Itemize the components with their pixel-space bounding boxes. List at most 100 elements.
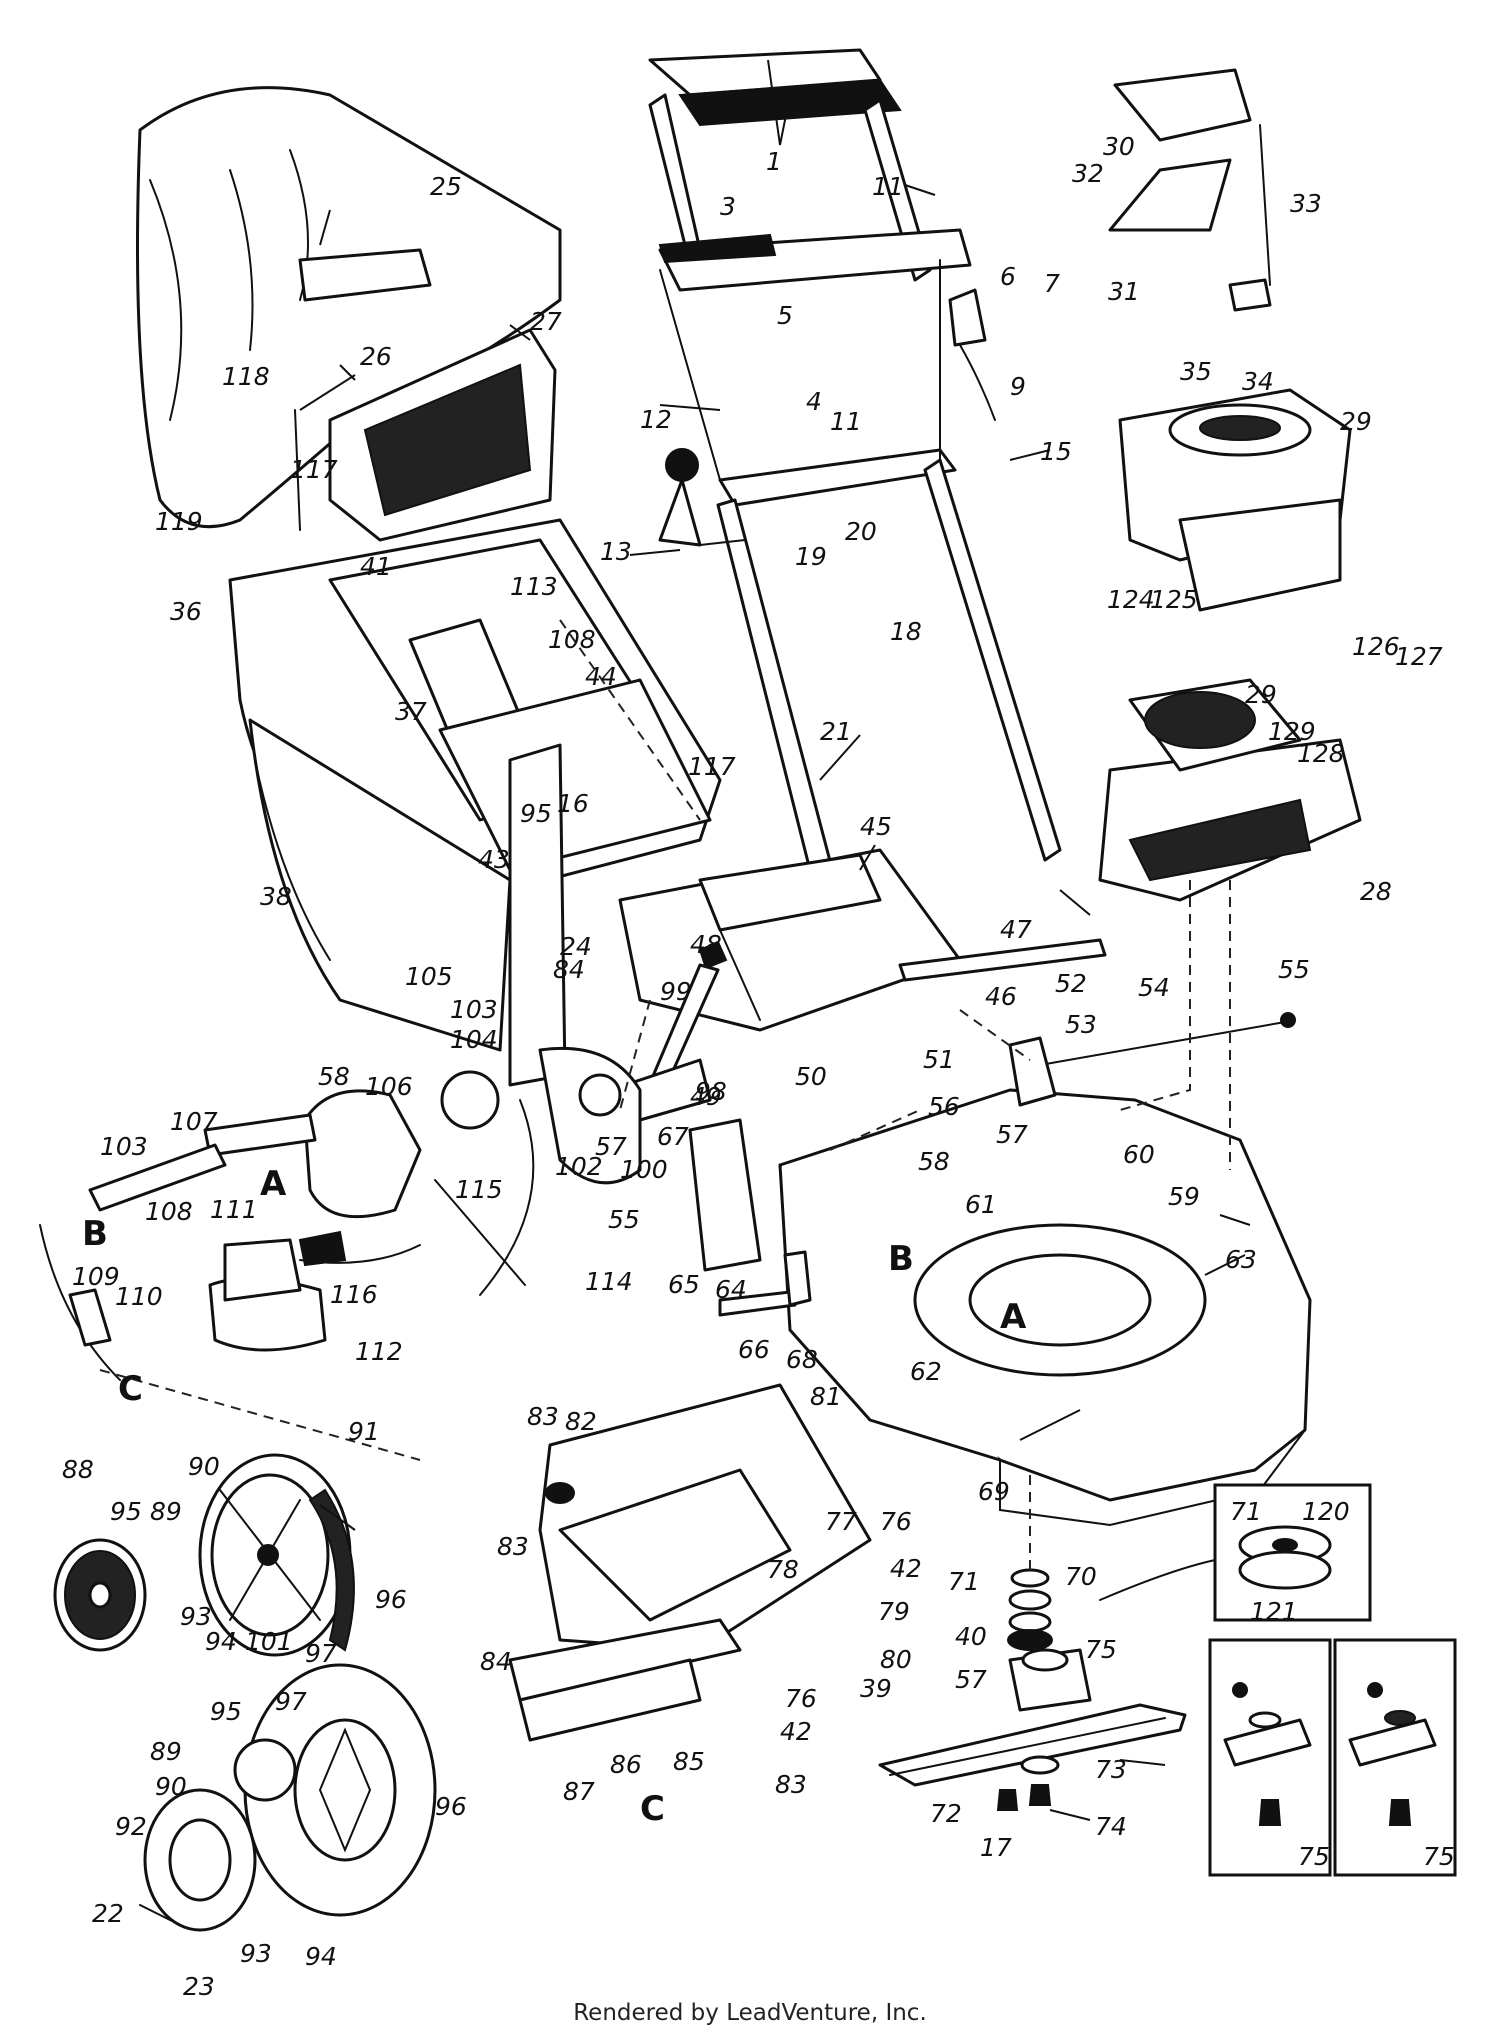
side-chute-81: [508, 1383, 872, 1742]
ref-letter-b-deck: B: [888, 1239, 914, 1279]
callout-75b: 75: [1298, 1842, 1330, 1871]
callout-13: 13: [600, 537, 632, 566]
callout-55b: 55: [608, 1205, 640, 1234]
callout-121: 121: [1250, 1597, 1298, 1626]
callout-1: 1: [766, 147, 782, 176]
callout-90a: 90: [188, 1452, 220, 1481]
callout-25: 25: [430, 172, 462, 201]
callout-115: 115: [455, 1175, 503, 1204]
callout-72: 72: [930, 1799, 962, 1828]
callout-75a: 75: [1085, 1635, 1117, 1664]
callout-34: 34: [1242, 367, 1274, 396]
callout-109: 109: [72, 1262, 120, 1291]
callout-101: 101: [245, 1627, 293, 1656]
callout-97b: 97: [275, 1687, 307, 1716]
callout-16: 16: [557, 789, 589, 818]
callout-116: 116: [330, 1280, 378, 1309]
callout-99: 99: [660, 977, 692, 1006]
callout-95c: 95: [520, 799, 552, 828]
callout-17: 17: [980, 1833, 1012, 1862]
callout-38: 38: [260, 882, 292, 911]
callout-28: 28: [1360, 877, 1392, 906]
callout-53: 53: [1065, 1010, 1097, 1039]
callout-95b: 95: [210, 1697, 242, 1726]
callout-4: 4: [806, 387, 822, 416]
rear-wheel-assembly: [139, 1663, 437, 1932]
callout-86: 86: [610, 1750, 642, 1779]
callout-111: 111: [210, 1195, 258, 1224]
callout-98: 98: [695, 1077, 727, 1106]
callout-74: 74: [1095, 1812, 1127, 1841]
callout-78: 78: [767, 1555, 799, 1584]
callout-50: 50: [795, 1062, 827, 1091]
callout-44: 44: [585, 662, 617, 691]
inset-box-75a: [1208, 1638, 1332, 1877]
shift-cable-109: [39, 1224, 121, 1381]
callout-31: 31: [1108, 277, 1140, 306]
callout-55a: 55: [1278, 955, 1310, 984]
callout-27: 27: [530, 307, 562, 336]
callout-26: 26: [360, 342, 392, 371]
callout-54: 54: [1138, 973, 1170, 1002]
callout-labels: 1 3 4 5 6 7 9 11 11 12 13 15 16 17 18 19…: [62, 132, 1455, 2001]
callout-80: 80: [880, 1645, 912, 1674]
callout-93a: 93: [180, 1602, 212, 1631]
callout-46: 46: [985, 982, 1017, 1011]
ref-letter-a-trans: A: [260, 1164, 287, 1204]
callout-127: 127: [1395, 642, 1443, 671]
callout-108a: 108: [548, 625, 596, 654]
callout-11a: 11: [872, 172, 904, 201]
callout-23: 23: [183, 1972, 215, 2001]
callout-11b: 11: [830, 407, 862, 436]
callout-57c: 57: [955, 1665, 987, 1694]
callout-71a: 71: [948, 1567, 980, 1596]
callout-18: 18: [890, 617, 922, 646]
callout-83a: 83: [527, 1402, 559, 1431]
callout-61: 61: [965, 1190, 997, 1219]
callout-22: 22: [92, 1899, 124, 1928]
callout-125: 125: [1150, 585, 1198, 614]
callout-84a: 84: [553, 955, 585, 984]
callout-43: 43: [478, 845, 510, 874]
callout-36: 36: [170, 597, 202, 626]
callout-93b: 93: [240, 1939, 272, 1968]
callout-41: 41: [360, 552, 392, 581]
callout-81: 81: [810, 1382, 842, 1411]
ref-letter-c-chute: C: [640, 1789, 665, 1829]
deck-bracket-64: [688, 1118, 812, 1317]
callout-19: 19: [795, 542, 827, 571]
callout-3: 3: [720, 192, 736, 221]
callout-102: 102: [555, 1152, 603, 1181]
transmission: [88, 1046, 642, 1296]
callout-29a: 29: [1340, 407, 1372, 436]
ref-letter-c-shift: C: [118, 1369, 143, 1409]
assembly-lines: [99, 619, 1231, 1601]
callout-42b: 42: [780, 1717, 812, 1746]
control-bail: [1108, 68, 1272, 312]
callout-95a: 95: [110, 1497, 142, 1526]
inset-box-75b: [1333, 1638, 1457, 1877]
callout-67: 67: [657, 1122, 689, 1151]
callout-69: 69: [978, 1477, 1010, 1506]
callout-5: 5: [777, 301, 793, 330]
callout-20: 20: [845, 517, 877, 546]
callout-63: 63: [1225, 1245, 1257, 1274]
callout-65: 65: [668, 1270, 700, 1299]
callout-47: 47: [1000, 915, 1032, 944]
callout-103a: 103: [450, 995, 498, 1024]
callout-66: 66: [738, 1335, 770, 1364]
callout-15: 15: [1040, 437, 1072, 466]
credit-footer: Rendered by LeadVenture, Inc.: [573, 2000, 927, 2026]
gear-case-112: [208, 1230, 347, 1352]
callout-117a: 117: [688, 752, 736, 781]
callout-57a: 57: [996, 1120, 1028, 1149]
callout-104: 104: [450, 1025, 498, 1054]
callout-91: 91: [348, 1417, 380, 1446]
callout-57b: 57: [595, 1132, 627, 1161]
bag-frame: [294, 248, 557, 542]
callout-21: 21: [820, 717, 852, 746]
handle-knob-13: [658, 448, 746, 547]
callout-84b: 84: [480, 1647, 512, 1676]
callout-59: 59: [1168, 1182, 1200, 1211]
